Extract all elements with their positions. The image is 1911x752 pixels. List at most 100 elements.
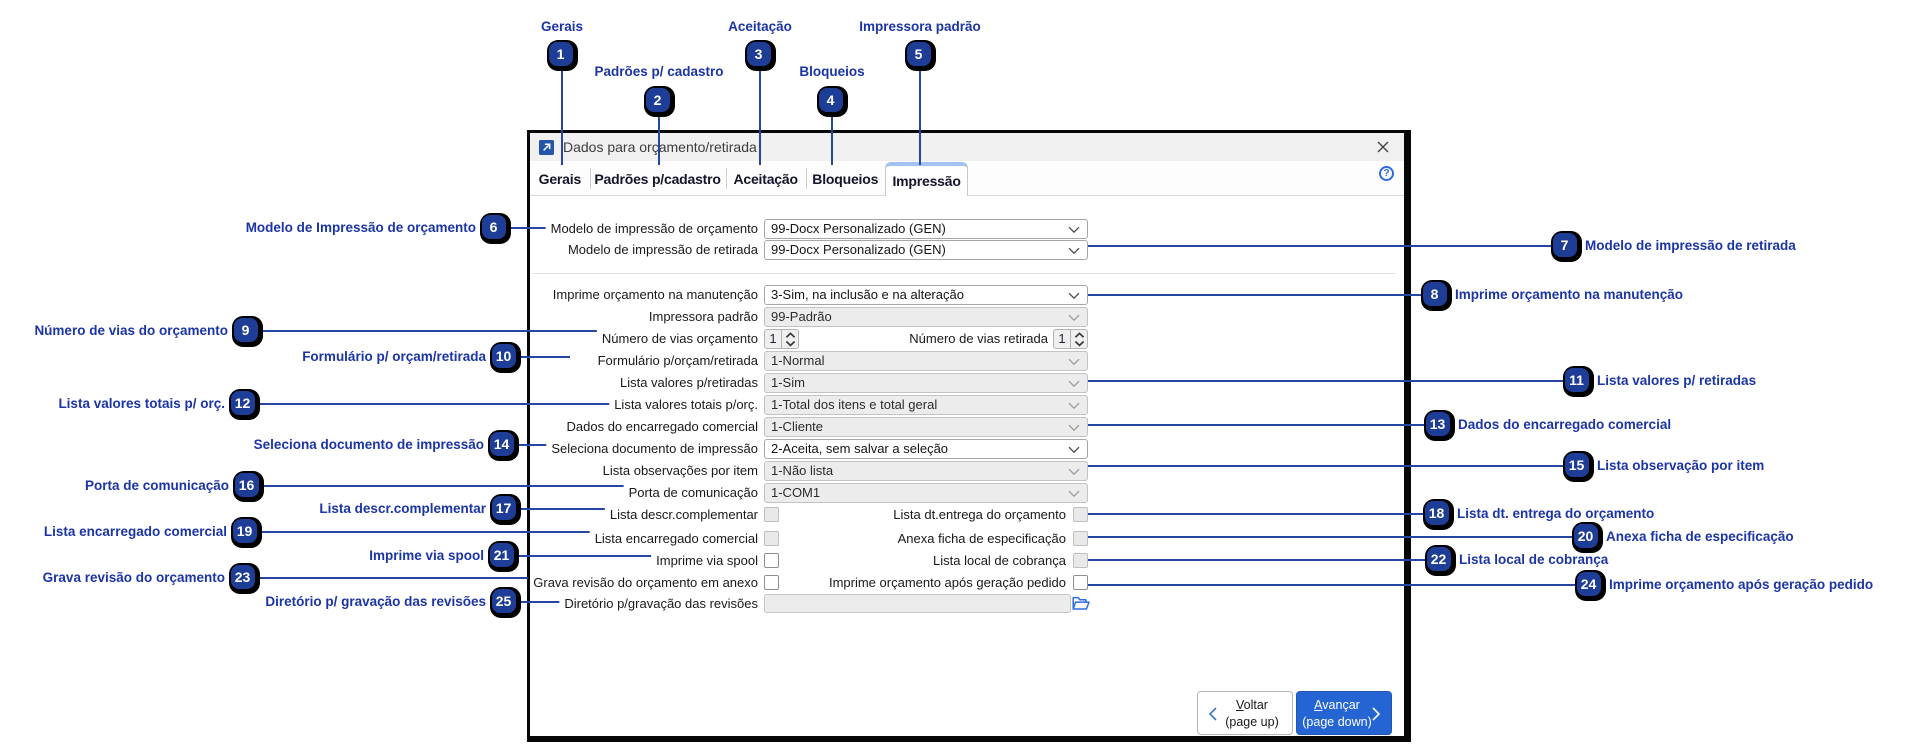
callout-label-23: Grava revisão do orçamento <box>42 570 225 585</box>
spinner-arrows-icon <box>1074 332 1085 347</box>
chevron-down-icon <box>1068 314 1080 322</box>
close-button[interactable] <box>1372 136 1394 158</box>
callout-badge-25: 25 <box>489 586 521 618</box>
callout-badge-10: 10 <box>489 341 521 373</box>
callout-label-11: Lista valores p/ retiradas <box>1597 373 1757 388</box>
title-bar: Dados para orçamento/retirada <box>530 133 1404 161</box>
callout-number: 24 <box>1576 571 1601 596</box>
dropdown-1[interactable]: 99-Docx Personalizado (GEN) <box>764 219 1088 239</box>
callout-badge-3: 3 <box>744 40 776 71</box>
tab-impress-o[interactable]: Impressão <box>884 162 969 196</box>
callout-label-25: Diretório p/ gravação das revisões <box>265 594 486 609</box>
dropdown-value: 1-COM1 <box>771 485 821 500</box>
chevron-right-icon <box>1372 707 1380 721</box>
callout-badge-7: 7 <box>1550 230 1582 262</box>
back-button[interactable]: Voltar (page up) <box>1197 691 1293 735</box>
callout-badge-18: 18 <box>1422 498 1454 530</box>
field-label: Modelo de impressão de orçamento <box>550 221 758 236</box>
tab-aceita-o[interactable]: Aceitação <box>733 171 798 187</box>
tab-bloqueios[interactable]: Bloqueios <box>812 171 879 187</box>
callout-number: 9 <box>233 317 258 342</box>
spinner-arrows-icon <box>785 332 796 347</box>
back-button-sublabel: (page up) <box>1225 715 1279 729</box>
callout-badge-14: 14 <box>487 429 519 461</box>
next-button[interactable]: Avançar (page down) <box>1296 691 1392 735</box>
tab-gerais[interactable]: Gerais <box>538 171 582 187</box>
dropdown-7: 1-Total dos itens e total geral <box>764 395 1088 415</box>
checkbox-label: Lista dt.entrega do orçamento <box>893 507 1066 522</box>
field-label: Lista valores p/retiradas <box>619 375 758 390</box>
callout-label-17: Lista descr.complementar <box>319 501 486 516</box>
callout-label-19: Lista encarregado comercial <box>43 524 227 539</box>
dropdown-2[interactable]: 99-Docx Personalizado (GEN) <box>764 240 1088 260</box>
directory-input <box>764 594 1071 613</box>
checkbox-label: Lista local de cobrança <box>933 553 1066 568</box>
callout-badge-23: 23 <box>228 562 260 594</box>
callout-number: 4 <box>818 88 843 112</box>
callout-label-2: Padrões p/ cadastro <box>594 64 724 79</box>
callout-label-8: Imprime orçamento na manutenção <box>1455 287 1684 302</box>
callout-number: 18 <box>1424 500 1449 525</box>
dropdown-9[interactable]: 2-Aceita, sem salvar a seleção <box>764 439 1088 459</box>
next-button-label: Avançar <box>1314 698 1360 712</box>
callout-number: 2 <box>645 88 670 112</box>
field-label: Lista observações por item <box>602 463 758 478</box>
callout-badge-11: 11 <box>1562 365 1594 397</box>
tab-padr-es-p-cadastro[interactable]: Padrões p/cadastro <box>594 171 721 187</box>
checkbox <box>1073 553 1088 568</box>
callout-label-18: Lista dt. entrega do orçamento <box>1457 506 1655 521</box>
callout-number: 22 <box>1426 546 1451 571</box>
callout-label-6: Modelo de Impressão de orçamento <box>245 220 476 235</box>
callout-badge-12: 12 <box>228 388 260 420</box>
callout-badge-9: 9 <box>231 315 263 347</box>
field-label: Diretório p/gravação das revisões <box>564 596 758 611</box>
callout-label-12: Lista valores totais p/ orç. <box>58 396 225 411</box>
callout-badge-1: 1 <box>546 40 578 71</box>
callout-number: 23 <box>230 564 255 589</box>
dropdown-3[interactable]: 3-Sim, na inclusão e na alteração <box>764 285 1088 305</box>
callout-label-1: Gerais <box>540 19 584 34</box>
callout-badge-2: 2 <box>643 86 675 117</box>
callout-number: 21 <box>489 542 514 567</box>
checkbox <box>1073 531 1088 546</box>
checkbox-label: Anexa ficha de especificação <box>897 531 1066 546</box>
callout-badge-8: 8 <box>1420 279 1452 311</box>
spinner-value: 1 <box>765 330 782 348</box>
callout-badge-5: 5 <box>904 40 936 71</box>
callout-label-4: Bloqueios <box>799 64 865 79</box>
checkbox[interactable] <box>764 553 779 568</box>
callout-number: 25 <box>491 588 516 613</box>
checkbox[interactable] <box>764 575 779 590</box>
field-label: Número de vias orçamento <box>601 331 758 346</box>
dropdown-value: 99-Docx Personalizado (GEN) <box>771 221 946 236</box>
callout-number: 11 <box>1564 367 1589 392</box>
callout-number: 5 <box>906 42 931 66</box>
dialog-window: Dados para orçamento/retirada Gerais Padr… <box>527 130 1411 742</box>
dropdown-5: 1-Normal <box>764 351 1088 371</box>
callout-number: 8 <box>1422 281 1447 306</box>
callout-number: 7 <box>1552 232 1577 257</box>
copies-withdrawal-spinner: 1 <box>1053 329 1088 349</box>
chevron-down-icon <box>1068 358 1080 366</box>
chevron-down-icon <box>1068 292 1080 300</box>
checkbox[interactable] <box>1073 575 1088 590</box>
callout-badge-19: 19 <box>230 516 262 548</box>
callout-badge-17: 17 <box>489 493 521 525</box>
checkbox <box>1073 507 1088 522</box>
field-label: Número de vias retirada <box>909 331 1048 346</box>
dropdown-value: 99-Docx Personalizado (GEN) <box>771 242 946 257</box>
callout-label-15: Lista observação por item <box>1597 458 1765 473</box>
dropdown-value: 2-Aceita, sem salvar a seleção <box>771 441 949 456</box>
checkbox-label: Lista encarregado comercial <box>594 531 758 546</box>
field-label: Porta de comunicação <box>628 485 758 500</box>
callout-badge-20: 20 <box>1571 521 1603 553</box>
callout-label-21: Imprime via spool <box>369 548 484 563</box>
dropdown-value: 3-Sim, na inclusão e na alteração <box>771 287 964 302</box>
open-folder-icon[interactable] <box>1072 596 1090 611</box>
help-icon[interactable]: ? <box>1379 166 1394 181</box>
callout-label-10: Formulário p/ orçam/retirada <box>302 349 486 364</box>
chevron-down-icon <box>1068 402 1080 410</box>
restore-window-icon <box>539 140 554 155</box>
callout-number: 20 <box>1573 523 1598 548</box>
